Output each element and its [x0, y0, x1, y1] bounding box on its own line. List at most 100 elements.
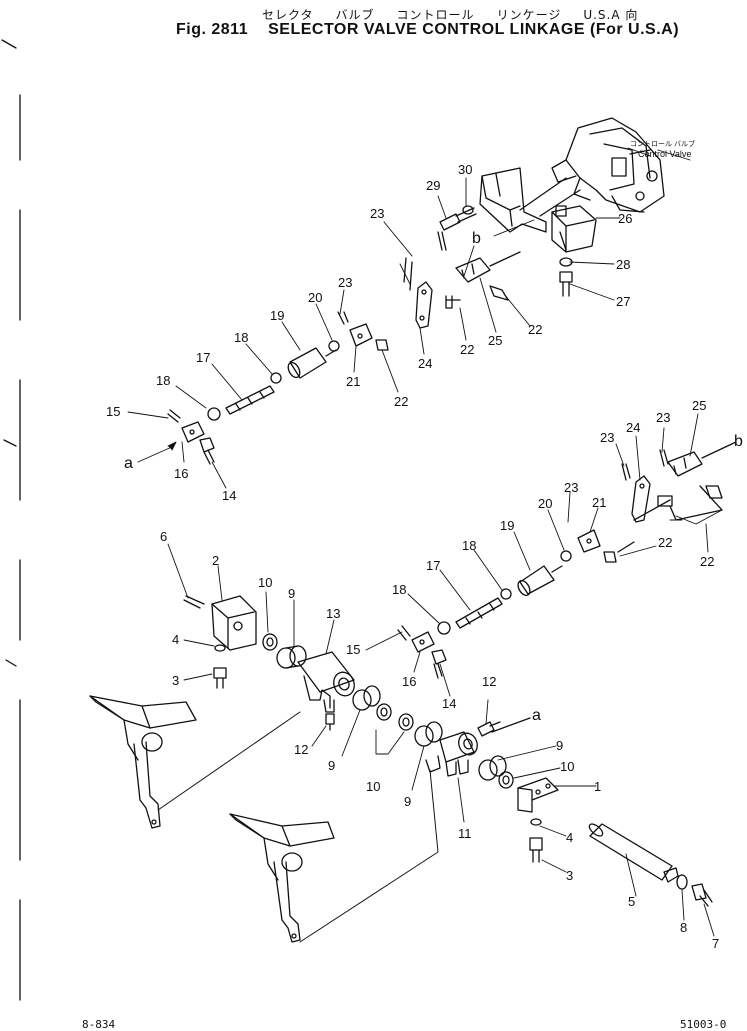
washer-4b — [530, 818, 542, 826]
part-label: 20 — [308, 290, 322, 305]
control-valve — [551, 117, 691, 213]
part-label: 1 — [594, 779, 601, 794]
part-label: 21 — [592, 495, 606, 510]
bushing-10b — [376, 703, 392, 721]
figure-caption: SELECTOR VALVE CONTROL LINKAGE (For U.S.… — [268, 21, 680, 38]
part-label: b — [472, 230, 481, 247]
part-label: 22 — [528, 322, 542, 337]
connector-a-lower — [491, 717, 531, 733]
part-label: 3 — [566, 868, 573, 883]
part-label: 16 — [402, 674, 416, 689]
part-label: 30 — [458, 162, 472, 177]
part-label: 9 — [404, 794, 411, 809]
rod-5 — [588, 823, 679, 883]
part-label: 23 — [564, 480, 578, 495]
bolt-7 — [691, 883, 713, 907]
upper-rod-assembly — [167, 323, 389, 465]
bolt-3a — [213, 667, 227, 689]
shaft-11 — [425, 731, 478, 777]
valve-lever-block — [551, 205, 597, 253]
part-label: 4 — [566, 830, 573, 845]
part-label: 18 — [462, 538, 476, 553]
bolt-3b — [529, 837, 543, 863]
jp-word: バルブ — [335, 8, 375, 22]
jp-word: コントロール — [396, 8, 475, 22]
part-label: 18 — [234, 330, 248, 345]
bracket-1 — [517, 777, 559, 813]
grease-fitting-12b — [477, 721, 501, 737]
part-label: 23 — [656, 410, 670, 425]
jp-word: リンケージ — [496, 8, 562, 22]
part-label: 13 — [326, 606, 340, 621]
part-label: 5 — [628, 894, 635, 909]
part-label: 15 — [106, 404, 120, 419]
part-label: 29 — [426, 178, 440, 193]
part-label: 19 — [270, 308, 284, 323]
part-label: 11 — [458, 826, 472, 841]
lever-24-upper — [403, 257, 433, 329]
part-label: 9 — [556, 738, 563, 753]
page-edge-marks — [1, 39, 21, 1001]
part-label: 12 — [482, 674, 496, 689]
upper-bracket — [479, 167, 581, 233]
bushing-9a — [276, 645, 307, 669]
leader-lines-middle — [365, 413, 737, 697]
part-label: 26 — [618, 211, 632, 226]
washer-4a — [214, 644, 226, 652]
part-label: 10 — [258, 575, 272, 590]
bushing-9d — [478, 755, 507, 781]
page-code-right: 51003-0 — [680, 1018, 727, 1031]
brake-pedal-right — [229, 769, 439, 943]
control-valve-jp-label: コントロール バルブ — [630, 139, 695, 148]
part-label: 23 — [370, 206, 384, 221]
part-label: b — [734, 433, 743, 450]
bushing-10c — [398, 713, 414, 731]
leader-lines-upper — [127, 177, 621, 489]
part-label: 18 — [156, 373, 170, 388]
part-label: 22 — [700, 554, 714, 569]
page-code-left: 8-834 — [82, 1018, 116, 1031]
part-label: 12 — [294, 742, 308, 757]
part-label: 16 — [174, 466, 188, 481]
part-label: a — [124, 455, 133, 472]
leader-lines-lower — [167, 543, 715, 937]
part-label: 22 — [460, 342, 474, 357]
part-label: 2 — [212, 553, 219, 568]
part-label: 9 — [328, 758, 335, 773]
part-label: 22 — [658, 535, 672, 550]
part-label: 10 — [366, 779, 380, 794]
bolt-27 — [559, 271, 573, 297]
part-label: 28 — [616, 257, 630, 272]
part-label: 23 — [600, 430, 614, 445]
washer-30 — [462, 205, 474, 215]
bushing-10a — [262, 633, 278, 651]
part-label: 7 — [712, 936, 719, 951]
part-label: 24 — [626, 420, 640, 435]
part-label: 22 — [394, 394, 408, 409]
bushing-10d — [498, 771, 514, 789]
part-label: 25 — [692, 398, 706, 413]
clevis-25-upper — [445, 251, 521, 309]
part-label: 9 — [288, 586, 295, 601]
figure-title: Fig. 2811 SELECTOR VALVE CONTROL LINKAGE … — [176, 21, 679, 39]
shaft-13 — [297, 651, 355, 713]
jp-word: U.S.A 向 — [583, 8, 639, 22]
part-label: 21 — [346, 374, 360, 389]
part-label: 10 — [560, 759, 574, 774]
figure-number: Fig. 2811 — [176, 21, 249, 38]
part-label: 14 — [442, 696, 456, 711]
part-label: 15 — [346, 642, 360, 657]
part-label: a — [532, 707, 541, 724]
part-label: 14 — [222, 488, 236, 503]
control-valve-en-label: Control Valve — [638, 149, 691, 159]
part-label: 25 — [488, 333, 502, 348]
part-label: 17 — [196, 350, 210, 365]
bolt-29 — [439, 207, 477, 231]
part-label: 17 — [426, 558, 440, 573]
part-label: 4 — [172, 632, 179, 647]
bushing-9c — [414, 721, 443, 747]
part-label: 18 — [392, 582, 406, 597]
jp-word: セレクタ — [262, 8, 314, 22]
middle-rod-assembly — [397, 441, 737, 679]
